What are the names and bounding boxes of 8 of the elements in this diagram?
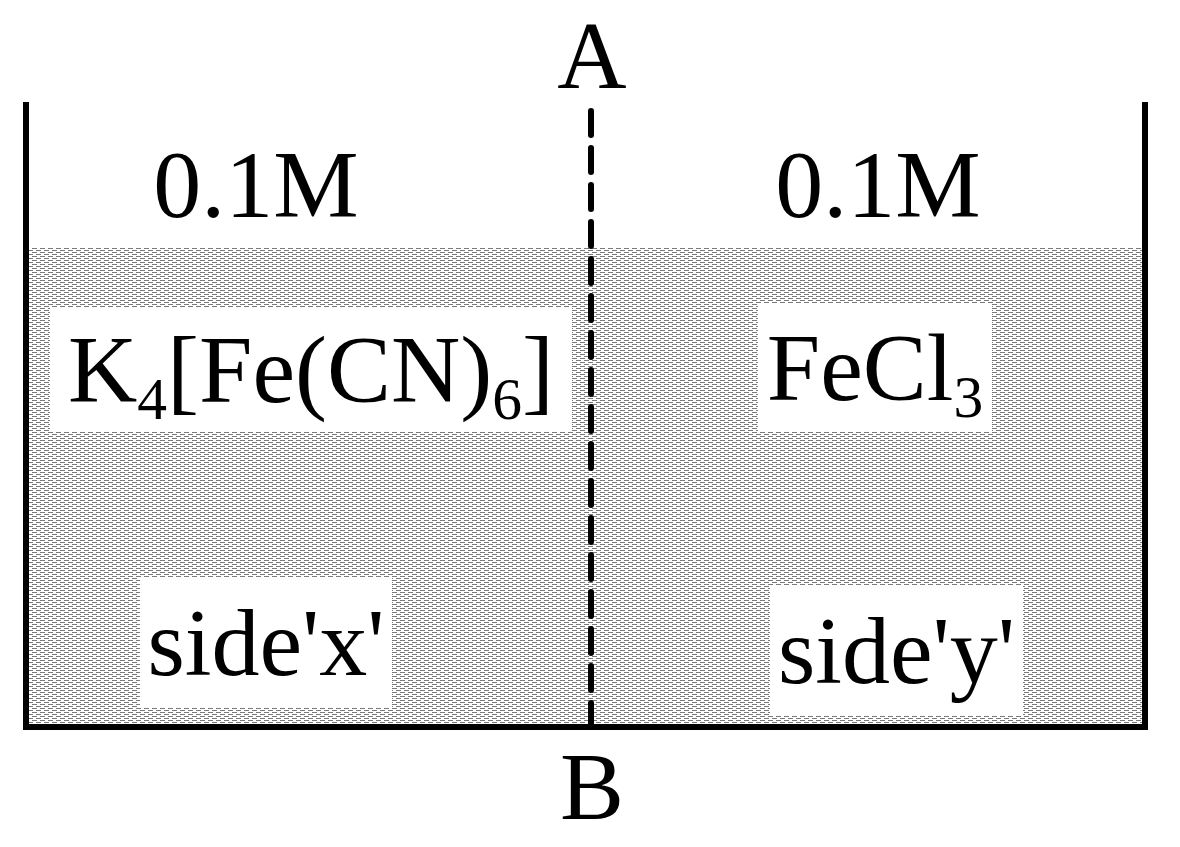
concentration-label: 0.1M [152,135,360,235]
side-label: side'y' [770,586,1023,716]
formula-label: K$_{4}$[Fe(CN)$_{6}$] [50,308,572,432]
formula-label: FeCl$_{3}$ [758,304,992,432]
point-label: B [559,742,625,832]
concentration-label: 0.1M [774,135,982,235]
side-label: side'x' [140,577,392,708]
point-label: A [556,12,628,100]
